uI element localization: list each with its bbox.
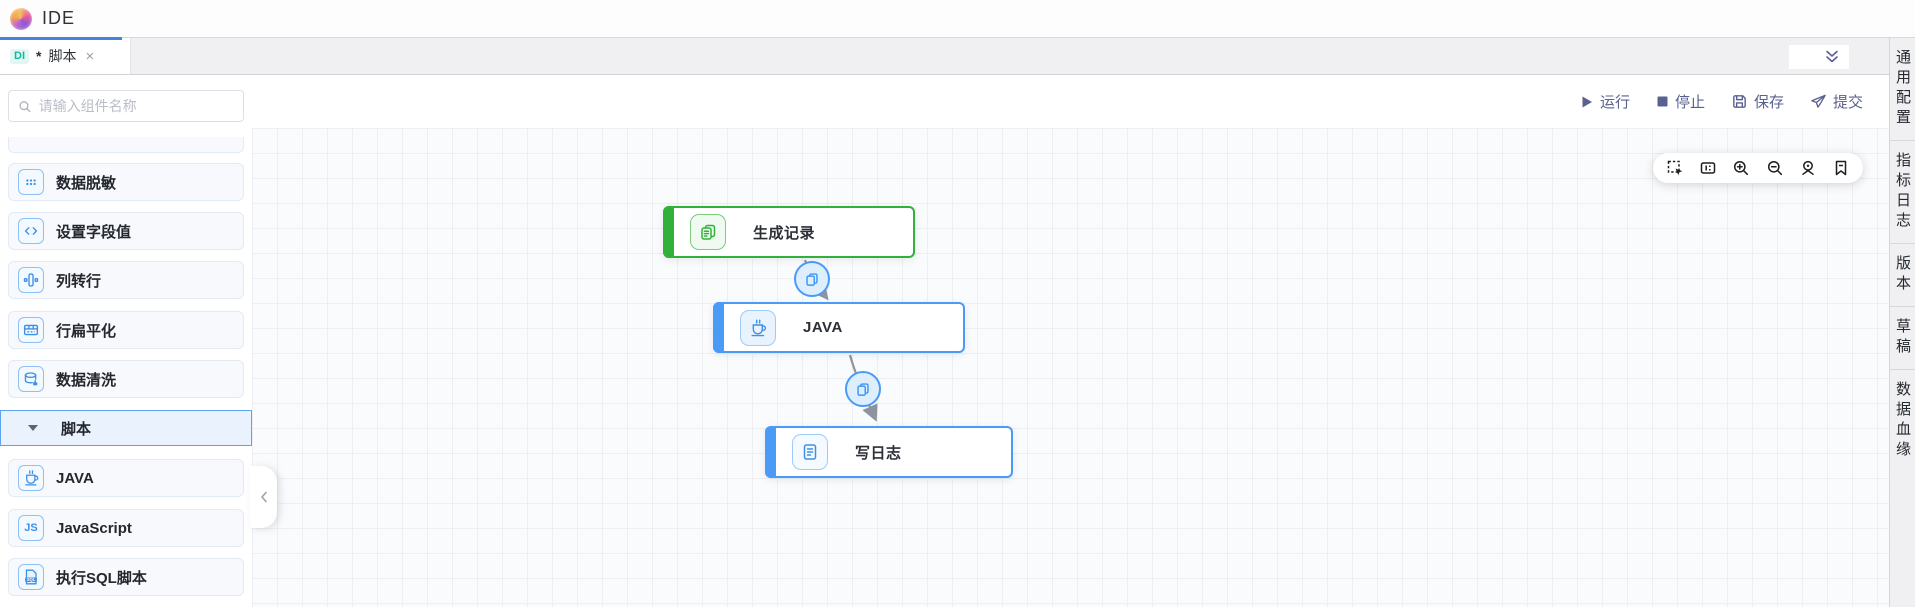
canvas-grid[interactable]: [252, 128, 1889, 607]
right-tab-data-lineage[interactable]: 数据血缘: [1890, 369, 1915, 472]
group-label: 脚本: [61, 420, 92, 438]
stop-button[interactable]: 停止: [1656, 91, 1705, 112]
run-label: 运行: [1599, 94, 1630, 111]
save-label: 保存: [1753, 94, 1784, 111]
component-item-sql-script[interactable]: SQL 执行SQL脚本: [8, 558, 244, 596]
zoom-in-icon[interactable]: [1732, 159, 1750, 177]
save-button[interactable]: 保存: [1731, 91, 1784, 112]
zoom-out-icon[interactable]: [1766, 159, 1784, 177]
minimap-icon[interactable]: [1699, 159, 1717, 177]
right-tab-general-config[interactable]: 通用配置: [1894, 49, 1911, 129]
component-search: [8, 90, 244, 122]
java-cup-icon: [18, 465, 44, 491]
tab-close-icon[interactable]: ×: [85, 47, 95, 65]
collapse-panels-button[interactable]: [1789, 45, 1849, 69]
node-label: JAVA: [803, 319, 843, 336]
svg-text:SQL: SQL: [27, 577, 36, 582]
edge-copy-badge[interactable]: [794, 261, 830, 297]
component-item-java[interactable]: JAVA: [8, 459, 244, 497]
app-logo-icon: [10, 7, 32, 30]
component-label: 数据清洗: [56, 371, 117, 389]
row-flatten-icon: [18, 317, 44, 343]
column-to-row-icon: [18, 267, 44, 293]
node-accent-bar: [713, 302, 724, 353]
component-label: 设置字段值: [56, 223, 132, 241]
node-label: 写日志: [855, 444, 902, 462]
floppy-icon: [1733, 95, 1746, 108]
component-item-javascript[interactable]: JS JavaScript: [8, 509, 244, 547]
tab-script[interactable]: DI * 脚本 ×: [0, 38, 131, 74]
component-group-script[interactable]: 脚本: [0, 410, 252, 446]
component-item-data-clean[interactable]: 数据清洗: [8, 360, 244, 398]
run-button[interactable]: 运行: [1580, 91, 1630, 112]
stop-icon: [1657, 96, 1668, 107]
submit-label: 提交: [1832, 94, 1863, 111]
component-item-row-flatten[interactable]: 行扁平化: [8, 311, 244, 349]
component-label: JAVA: [56, 469, 94, 487]
node-java[interactable]: JAVA: [713, 302, 965, 353]
submit-button[interactable]: 提交: [1810, 91, 1863, 112]
sql-file-icon: SQL: [18, 564, 44, 590]
java-cup-icon: [740, 309, 776, 346]
sidebar-collapse-handle[interactable]: [250, 466, 277, 528]
component-item-set-field[interactable]: 设置字段值: [8, 212, 244, 250]
double-chevron-down-icon: [1826, 50, 1838, 63]
run-toolbar: 运行 停止 保存 提交: [1580, 91, 1863, 112]
right-tab-draft[interactable]: 草稿: [1890, 306, 1915, 369]
node-generate-records[interactable]: 生成记录: [663, 206, 915, 258]
copy-icon: [857, 383, 869, 396]
tab-label: 脚本: [48, 48, 77, 64]
node-label: 生成记录: [753, 224, 816, 242]
component-label: 数据脱敏: [56, 174, 117, 192]
app-title: IDE: [42, 8, 76, 28]
component-label: 列转行: [56, 272, 102, 290]
component-item-col-to-row[interactable]: 列转行: [8, 261, 244, 299]
component-sidebar: 数据脱敏 设置字段值 列转行 行扁平化 数据清洗: [0, 75, 252, 607]
node-accent-bar: [765, 426, 776, 478]
list-item-partial[interactable]: [8, 137, 244, 153]
data-clean-icon: [18, 366, 44, 392]
search-icon: [19, 100, 31, 112]
chevron-down-icon: [28, 425, 38, 431]
component-label: JavaScript: [56, 519, 132, 537]
right-panel-tabs: 通用配置 指标日志 版本 草稿 数据血缘: [1889, 38, 1915, 607]
set-field-icon: [18, 218, 44, 244]
file-tab-bar: DI * 脚本 ×: [0, 38, 1889, 75]
app-bar: IDE: [0, 0, 1915, 38]
stop-label: 停止: [1674, 94, 1705, 111]
flow-canvas[interactable]: 运行 停止 保存 提交: [252, 75, 1889, 607]
node-write-log[interactable]: 写日志: [765, 426, 1013, 478]
locate-icon[interactable]: [1799, 159, 1817, 177]
search-input[interactable]: [38, 98, 234, 114]
canvas-toolbar: [1653, 153, 1863, 183]
play-icon: [1582, 96, 1592, 107]
right-tab-version[interactable]: 版本: [1890, 243, 1915, 306]
edge-copy-badge[interactable]: [845, 371, 881, 407]
component-item-mask[interactable]: 数据脱敏: [8, 163, 244, 201]
bookmark-icon[interactable]: [1832, 159, 1850, 177]
log-doc-icon: [792, 434, 828, 470]
tab-type-badge: DI: [10, 48, 29, 64]
chevron-left-icon: [260, 491, 267, 503]
copy-doc-icon: [690, 214, 726, 250]
marquee-select-icon[interactable]: [1666, 159, 1684, 177]
unsaved-indicator: *: [36, 48, 42, 64]
node-accent-bar: [663, 206, 674, 258]
mask-dots-icon: [18, 169, 44, 195]
paper-plane-icon: [1811, 94, 1826, 108]
component-label: 行扁平化: [56, 322, 117, 340]
active-module-underline: [0, 37, 122, 40]
js-badge-icon: JS: [18, 515, 44, 541]
copy-icon: [806, 273, 818, 286]
right-tab-metric-logs[interactable]: 指标日志: [1890, 140, 1915, 243]
component-label: 执行SQL脚本: [56, 569, 147, 587]
